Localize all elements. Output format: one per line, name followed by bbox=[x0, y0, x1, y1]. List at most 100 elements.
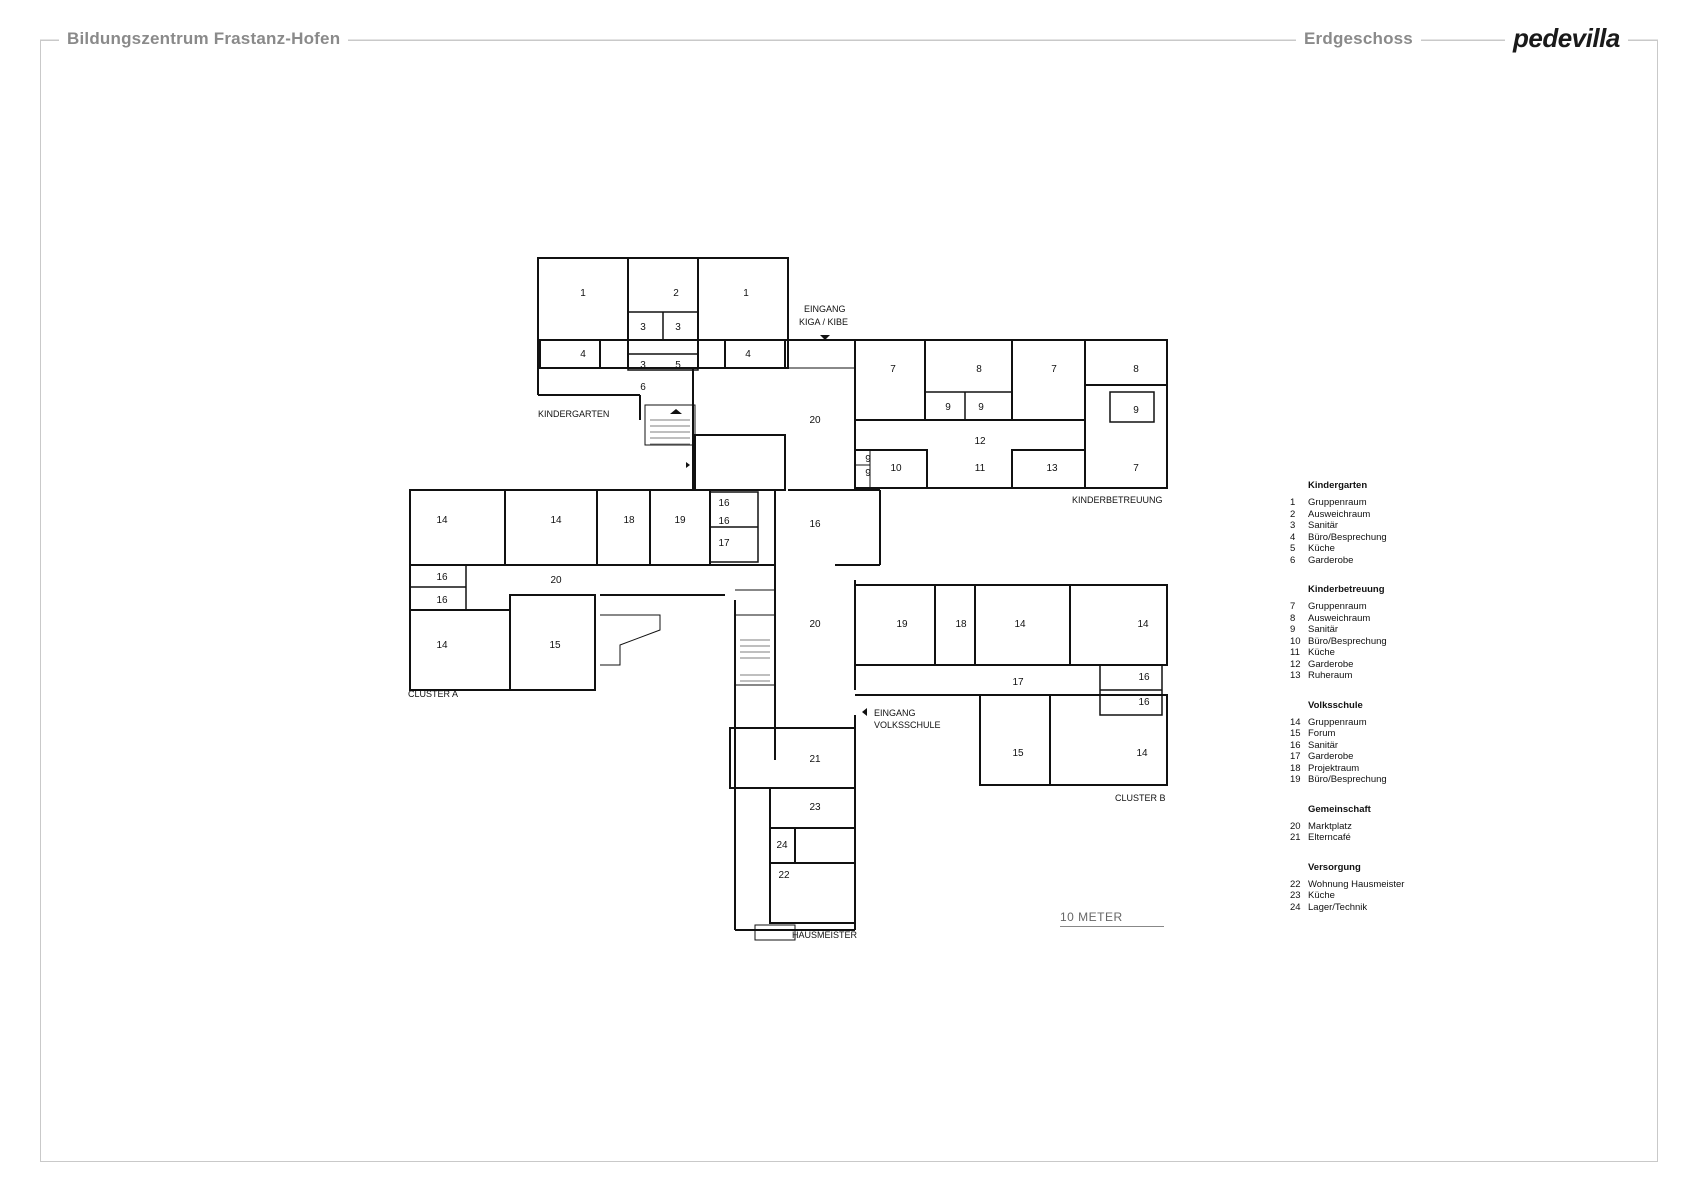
room-number: 3 bbox=[640, 322, 646, 333]
room-number: 22 bbox=[778, 870, 790, 881]
room-number: 3 bbox=[640, 360, 646, 371]
room-number: 18 bbox=[623, 515, 635, 526]
legend-item-label: Büro/Besprechung bbox=[1308, 635, 1387, 647]
label-eingang-vs-2: VOLKSSCHULE bbox=[874, 720, 941, 730]
legend-item-label: Ausweichraum bbox=[1308, 508, 1371, 520]
entrance-vs-arrow bbox=[862, 708, 867, 716]
room-number: 16 bbox=[436, 595, 448, 606]
legend-item: 6 Garderobe bbox=[1290, 555, 1510, 567]
legend-group-title: Gemeinschaft bbox=[1308, 803, 1371, 815]
label-eingang-vs-1: EINGANG bbox=[874, 708, 916, 718]
room-number: 24 bbox=[776, 840, 788, 851]
legend-item-label: Ausweichraum bbox=[1308, 612, 1371, 624]
room-number: 10 bbox=[890, 463, 902, 474]
legend-item-number: 24 bbox=[1290, 901, 1301, 913]
room-number: 15 bbox=[1012, 748, 1024, 759]
legend-item-number: 7 bbox=[1290, 601, 1296, 612]
room-number: 14 bbox=[1014, 619, 1026, 630]
label-cluster-b: CLUSTER B bbox=[1115, 793, 1166, 803]
room-number: 7 bbox=[1051, 364, 1057, 375]
cluster-a-room-14b bbox=[409, 609, 511, 691]
legend-item-number: 5 bbox=[1290, 543, 1296, 554]
legend-item-label: Marktplatz bbox=[1308, 820, 1352, 832]
legend-item-label: Elterncafé bbox=[1308, 832, 1351, 843]
legend-item-label: Sanitär bbox=[1308, 520, 1339, 531]
room-number: 9 bbox=[945, 402, 951, 413]
floor-title: Erdgeschoss bbox=[1296, 29, 1421, 49]
room-number: 20 bbox=[550, 575, 562, 586]
legend-item-number: 20 bbox=[1290, 820, 1301, 832]
room-number: 16 bbox=[436, 572, 448, 583]
room-number: 20 bbox=[809, 619, 821, 630]
legend-group-title: Kindergarten bbox=[1308, 480, 1368, 491]
room-number: 13 bbox=[1046, 463, 1058, 474]
legend-item-label: Büro/Besprechung bbox=[1308, 531, 1387, 543]
legend-item-number: 14 bbox=[1290, 716, 1301, 728]
room-number: 12 bbox=[974, 436, 986, 447]
label-kindergarten: KINDERGARTEN bbox=[538, 409, 609, 419]
legend-item-label: Garderobe bbox=[1308, 554, 1354, 566]
legend-item-number: 17 bbox=[1290, 751, 1301, 762]
logo: pedevilla bbox=[1505, 23, 1628, 54]
label-kinderbetreuung: KINDERBETREUUNG bbox=[1072, 495, 1163, 505]
legend-item-label: Sanitär bbox=[1308, 624, 1339, 635]
cluster-b-top bbox=[854, 584, 1168, 666]
label-eingang-kiga-2: KIGA / KIBE bbox=[799, 317, 848, 327]
entrance-kiga-arrow bbox=[820, 335, 830, 340]
room-number: 8 bbox=[1133, 364, 1139, 375]
legend-item-label: Projektraum bbox=[1308, 762, 1360, 774]
room-number: 9 bbox=[978, 402, 984, 413]
stair-arrow bbox=[686, 462, 690, 468]
legend-item-label: Büro/Besprechung bbox=[1308, 774, 1387, 785]
room-number: 5 bbox=[675, 360, 681, 371]
label-eingang-kiga-1: EINGANG bbox=[804, 304, 846, 314]
room-number: 16 bbox=[1138, 672, 1150, 683]
legend-item-label: Wohnung Hausmeister bbox=[1308, 878, 1405, 890]
room-number: 7 bbox=[1133, 463, 1139, 474]
legend-item-number: 23 bbox=[1290, 890, 1301, 901]
room-number: 15 bbox=[549, 640, 561, 651]
room-number: 16 bbox=[718, 516, 730, 527]
scale-bar bbox=[1060, 926, 1164, 927]
room-number: 2 bbox=[673, 288, 679, 299]
legend-item-label: Forum bbox=[1308, 728, 1336, 739]
legend-item: 21 Elterncafé bbox=[1290, 832, 1510, 844]
legend-item-label: Ruheraum bbox=[1308, 670, 1353, 681]
scale-label: 10 METER bbox=[1060, 910, 1123, 924]
legend-item-number: 12 bbox=[1290, 658, 1301, 670]
legend-item: 17 Garderobe bbox=[1290, 751, 1510, 763]
legend-item-number: 6 bbox=[1290, 554, 1296, 566]
room-number: 11 bbox=[975, 463, 986, 474]
room-number: 14 bbox=[1136, 748, 1148, 759]
room-number: 17 bbox=[1012, 677, 1024, 688]
room-number: 20 bbox=[809, 415, 821, 426]
kindergarten-block bbox=[537, 257, 789, 369]
room-number: 16 bbox=[809, 519, 821, 530]
legend-item-label: Garderobe bbox=[1308, 751, 1354, 762]
room-number: 23 bbox=[809, 802, 821, 813]
room-number: 3 bbox=[675, 322, 681, 333]
project-title: Bildungszentrum Frastanz-Hofen bbox=[59, 29, 349, 49]
legend-item-label: Gruppenraum bbox=[1308, 716, 1367, 728]
legend-item-label: Küche bbox=[1308, 543, 1335, 554]
room-number: 14 bbox=[436, 640, 448, 651]
room-number: 16 bbox=[1138, 697, 1150, 708]
legend-item-number: 21 bbox=[1290, 832, 1301, 843]
